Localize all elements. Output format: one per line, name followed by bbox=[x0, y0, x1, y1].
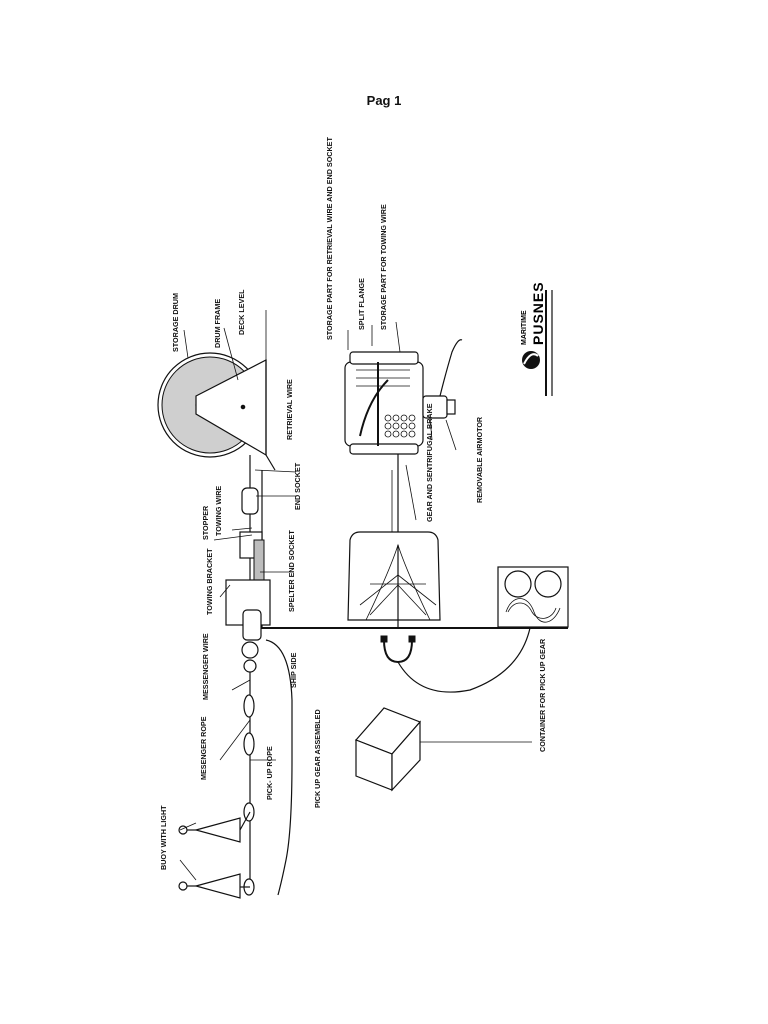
label-buoy-with-light: BUOY WITH LIGHT bbox=[159, 805, 168, 870]
pick-up-stand bbox=[347, 531, 441, 628]
logo-pusnes-text: PUSNES bbox=[530, 281, 546, 345]
label-container: CONTAINER FOR PICK UP GEAR bbox=[538, 638, 547, 752]
label-spelter-end-socket: SPELTER END SOCKET bbox=[287, 530, 296, 612]
winch-plan-view bbox=[344, 339, 463, 455]
label-towing-wire: TOWING WIRE bbox=[214, 486, 223, 536]
label-pick-up-rope: PICK- UP ROPE bbox=[265, 746, 274, 800]
label-removable-airmotor: REMOVABLE AIRMOTOR bbox=[475, 416, 484, 503]
label-drum-frame: DRUM FRAME bbox=[213, 299, 222, 348]
buoy-with-light-1 bbox=[178, 817, 241, 843]
rope-line bbox=[239, 672, 255, 896]
towing-arrangement bbox=[225, 455, 271, 673]
label-mesenger-rope: MESENGER ROPE bbox=[199, 716, 208, 780]
pick-up-gear-brace bbox=[265, 639, 293, 896]
page-title: Pag 1 bbox=[366, 93, 402, 108]
leader-lines bbox=[179, 310, 457, 881]
label-split-flange: SPLIT FLANGE bbox=[357, 278, 366, 330]
hook-shackle bbox=[380, 635, 416, 664]
label-stopper: STOPPER bbox=[201, 505, 210, 540]
maritime-pusnes-logo bbox=[522, 290, 553, 396]
label-storage-drum: STORAGE DRUM bbox=[171, 293, 180, 352]
storage-drum bbox=[157, 352, 267, 458]
label-deck-level: DECK LEVEL bbox=[237, 289, 246, 335]
label-ship-side: SHIP SIDE bbox=[289, 652, 298, 688]
container-box bbox=[497, 566, 569, 628]
label-towing-bracket: TOWING BRACKET bbox=[205, 548, 214, 615]
label-gear-and-brake: GEAR AND SENTRIFUGAL BRAKE bbox=[425, 403, 434, 522]
cable-to-container bbox=[397, 627, 531, 693]
label-messenger-wire: MESSENGER WIRE bbox=[201, 633, 210, 700]
logo-maritime-text: MARITIME bbox=[521, 310, 528, 345]
label-storage-part-towing: STORAGE PART FOR TOWING WIRE bbox=[379, 204, 388, 330]
deck-level-line bbox=[265, 454, 276, 471]
label-end-socket: END SOCKET bbox=[293, 462, 302, 510]
label-pick-up-gear-assembled: PICK UP GEAR ASSEMBLED bbox=[313, 709, 322, 808]
coil-grid bbox=[384, 414, 416, 438]
buoy-with-light-2 bbox=[178, 873, 241, 899]
label-storage-part-retrieval: STORAGE PART FOR RETRIEVAL WIRE AND END … bbox=[325, 137, 334, 340]
label-retrieval-wire: RETRIEVAL WIRE bbox=[285, 379, 294, 440]
pick-up-gear-box bbox=[354, 707, 422, 792]
